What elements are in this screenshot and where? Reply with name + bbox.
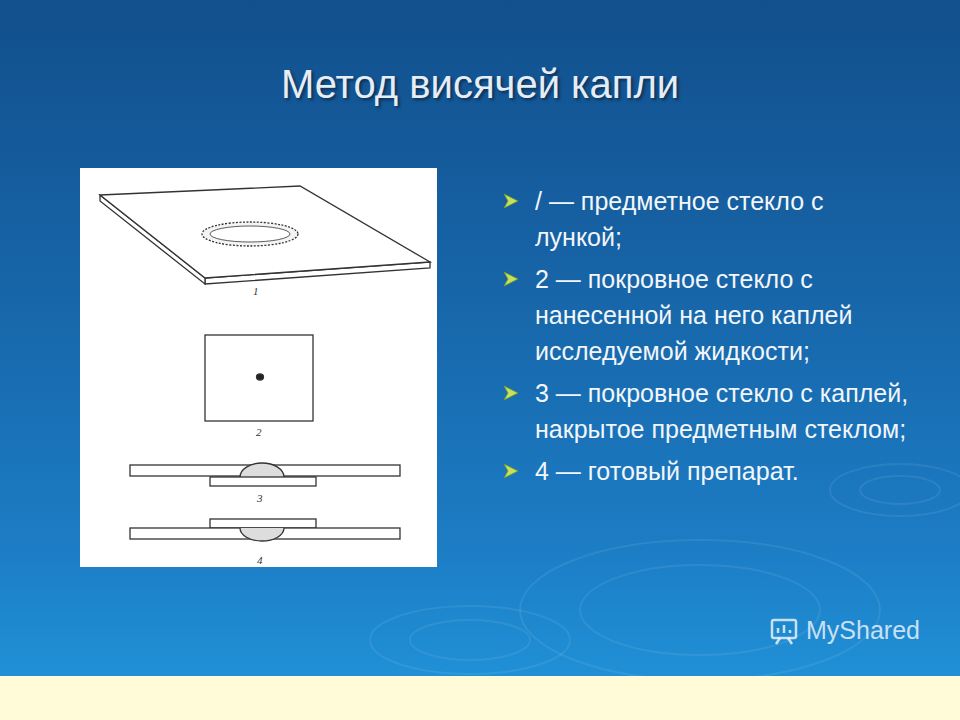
callout-number: 4 bbox=[257, 554, 263, 566]
watermark-icon bbox=[772, 620, 796, 644]
slide-title: Метод висячей капли bbox=[0, 62, 960, 107]
callout-number: 2 bbox=[256, 426, 262, 438]
list-item: 4 — готовый препарат. bbox=[535, 453, 913, 489]
cover-glass-with-drop bbox=[205, 335, 313, 421]
slide-with-well bbox=[100, 186, 430, 284]
list-item: 3 — покровное стекло с каплей, накрытое … bbox=[535, 375, 913, 447]
assembly-step-4 bbox=[130, 519, 400, 541]
bottom-band bbox=[0, 676, 960, 720]
list-item: / — предметное стекло с лункой; bbox=[535, 183, 913, 255]
watermark: MyShared bbox=[806, 616, 920, 645]
ripples bbox=[370, 464, 960, 680]
bullet-arrow bbox=[504, 464, 518, 478]
assembly-step-3 bbox=[130, 463, 400, 486]
bullet-arrow bbox=[504, 386, 518, 400]
bullet-arrow bbox=[504, 272, 518, 286]
callout-number: 1 bbox=[253, 285, 259, 297]
bullet-arrow bbox=[504, 194, 518, 208]
list-item: 2 — покровное стекло с нанесенной на нег… bbox=[535, 261, 913, 369]
callout-number: 3 bbox=[257, 492, 263, 504]
figure-panel bbox=[80, 168, 437, 567]
